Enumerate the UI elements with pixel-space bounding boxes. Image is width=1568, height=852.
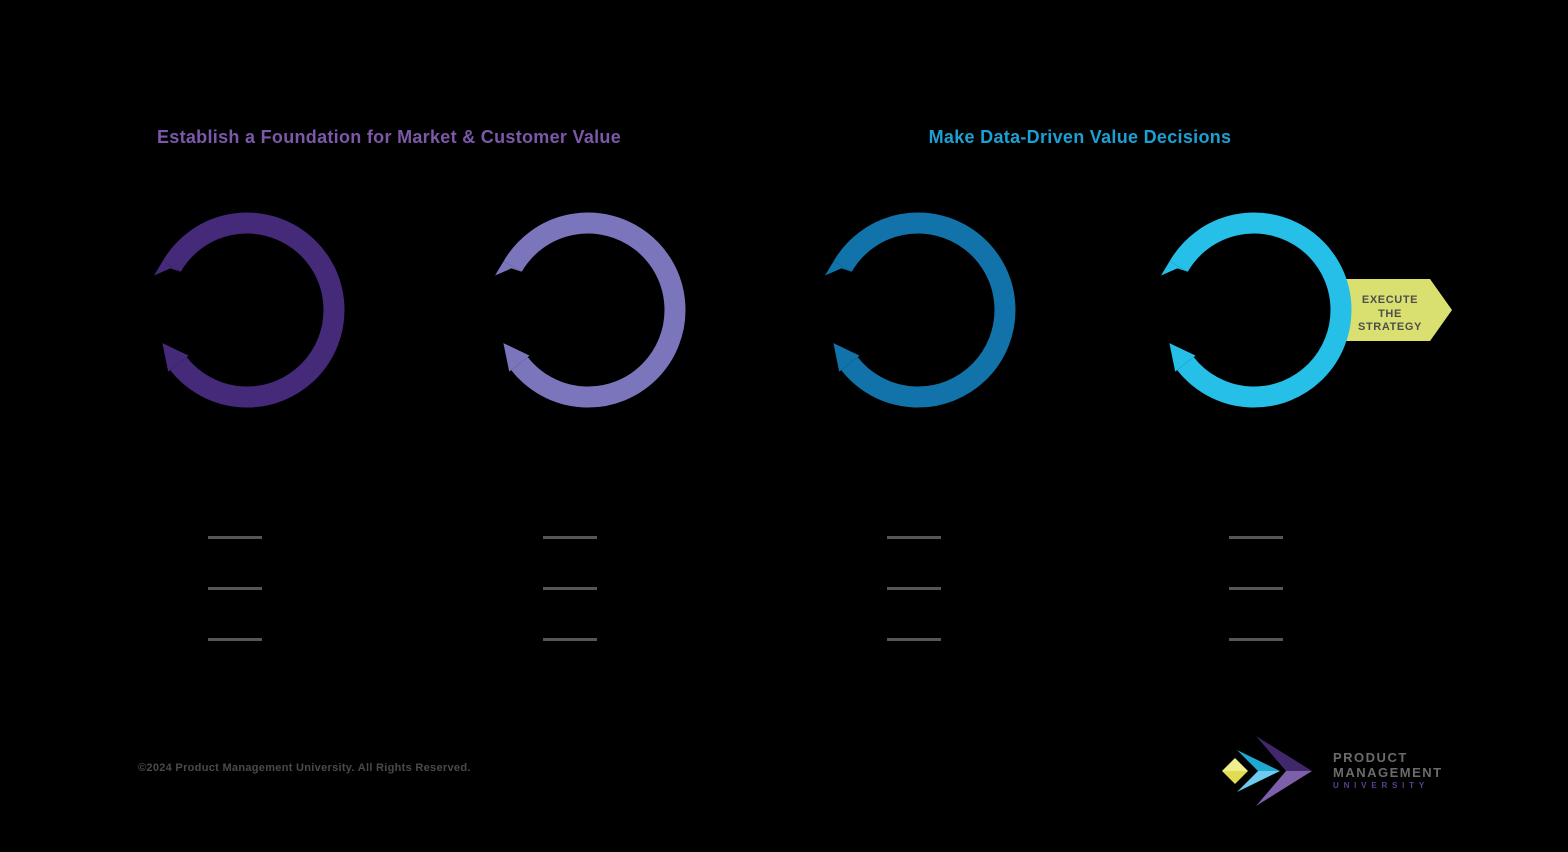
- cycle-1-arc: [162, 212, 345, 408]
- placeholder-line: [887, 536, 941, 539]
- heading-data-driven: Make Data-Driven Value Decisions: [928, 127, 1232, 147]
- cycle-arrow-4: [1161, 212, 1352, 408]
- cycle-1-tail-ribbon: [154, 261, 181, 276]
- logo-text-management: MANAGEMENT: [1333, 765, 1443, 780]
- logo-purple-chevron-bottom: [1256, 771, 1312, 806]
- cycle-arrow-1: [154, 212, 345, 408]
- cycle-1-arrowhead: [162, 343, 189, 372]
- placeholder-line: [208, 638, 262, 641]
- logo-text-product: PRODUCT: [1333, 750, 1408, 765]
- cycle-4-tail-ribbon: [1161, 261, 1188, 276]
- badge-line-1: EXECUTE: [1361, 294, 1419, 306]
- logo-cyan-chevron-bottom: [1237, 771, 1280, 792]
- placeholder-line: [1229, 536, 1283, 539]
- execute-strategy-arrow-shape: [1336, 279, 1452, 341]
- execute-strategy-label: EXECUTE THE STRATEGY: [1348, 294, 1432, 335]
- placeholder-line: [208, 587, 262, 590]
- placeholder-line: [543, 587, 597, 590]
- logo-diamond-bottom: [1222, 771, 1248, 784]
- cycle-2-arrowhead: [503, 343, 530, 372]
- heading-foundation: Establish a Foundation for Market & Cust…: [156, 127, 622, 147]
- cycle-2-arc: [503, 212, 686, 408]
- badge-line-2: THE: [1378, 307, 1402, 320]
- logo-diamond-top: [1222, 758, 1248, 771]
- cycle-arrow-3: [825, 212, 1016, 408]
- cycle-arrow-2: [495, 212, 686, 408]
- placeholder-line: [543, 638, 597, 641]
- copyright-text: ©2024 Product Management University. All…: [138, 762, 471, 774]
- placeholder-line: [543, 536, 597, 539]
- cycle-2-tail-ribbon: [495, 261, 522, 276]
- cycle-3-arc: [833, 212, 1016, 408]
- pmu-logo-mark: [1222, 736, 1312, 806]
- execute-strategy-arrow: [1336, 279, 1452, 341]
- placeholder-line: [1229, 587, 1283, 590]
- placeholder-line: [1229, 638, 1283, 641]
- badge-line-3: STRATEGY: [1358, 321, 1422, 333]
- cycle-4-arc: [1169, 212, 1352, 408]
- cycle-4-arrowhead: [1169, 343, 1196, 372]
- logo-text-university: UNIVERSITY: [1333, 781, 1430, 790]
- cycle-3-arrowhead: [833, 343, 860, 372]
- placeholder-line: [208, 536, 262, 539]
- placeholder-line: [887, 587, 941, 590]
- logo-cyan-chevron-top: [1237, 750, 1280, 771]
- logo-purple-chevron-top: [1256, 736, 1312, 771]
- placeholder-line: [887, 638, 941, 641]
- cycle-3-tail-ribbon: [825, 261, 852, 276]
